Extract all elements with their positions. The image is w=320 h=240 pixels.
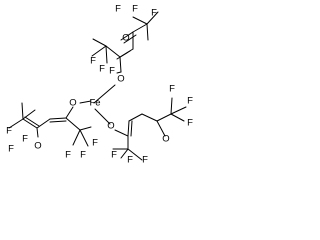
bond [127, 148, 143, 161]
atom-f: F [151, 8, 157, 19]
atom-labels: F F F O F F F O Fe O F F F O F F F O F F… [6, 4, 193, 166]
bond [105, 45, 121, 58]
bond [79, 126, 92, 131]
atom-f: F [109, 66, 115, 77]
bond [116, 50, 131, 60]
bond [36, 118, 51, 129]
atom-f: F [65, 150, 71, 161]
bond [65, 106, 74, 119]
bond [170, 113, 185, 122]
bond [49, 117, 67, 120]
atom-f: F [92, 138, 98, 149]
bond [91, 45, 107, 57]
bond [94, 108, 111, 125]
atom-f: F [169, 84, 175, 95]
bond [146, 11, 159, 25]
atom-f: F [111, 150, 117, 161]
atom-o: O [122, 33, 129, 44]
atom-f: F [6, 126, 12, 137]
bond [119, 56, 122, 73]
bond [72, 129, 81, 146]
bond [105, 45, 108, 64]
bond [127, 120, 130, 137]
atom-o: O [69, 98, 76, 109]
bond [132, 23, 148, 33]
bonds [8, 11, 187, 161]
bond [120, 31, 134, 41]
atom-f: F [142, 155, 148, 166]
atom-fe: Fe [89, 98, 100, 109]
bond [24, 116, 40, 127]
bond [79, 100, 92, 104]
bond [120, 148, 129, 159]
bond [170, 106, 187, 115]
atom-f: F [90, 56, 96, 67]
bond [132, 16, 148, 25]
bond [49, 120, 67, 123]
bond [65, 117, 81, 131]
atom-f: F [132, 4, 138, 15]
atom-o: O [107, 121, 114, 132]
atom-f: F [80, 150, 86, 161]
iron-hexafluoroacetylacetonate-structure: F F F O F F F O Fe O F F F O F F F O F F… [6, 4, 193, 166]
bond [128, 113, 143, 122]
atom-f: F [22, 134, 28, 145]
atom-f: F [187, 96, 193, 107]
bond [156, 120, 166, 137]
atom-o: O [162, 134, 169, 145]
bond [170, 97, 173, 115]
bond [93, 84, 116, 104]
atom-f: F [8, 144, 14, 155]
bond [21, 102, 24, 120]
bond [8, 118, 24, 129]
bond [22, 118, 38, 129]
bond [130, 120, 133, 137]
atom-f: F [115, 4, 121, 15]
bond [114, 129, 129, 137]
atom-f: F [127, 155, 133, 166]
atom-o: O [34, 141, 41, 152]
atom-f: F [99, 64, 105, 75]
bond [22, 109, 36, 120]
bond [79, 129, 89, 147]
bond [156, 113, 172, 122]
bond [141, 113, 158, 122]
bond [146, 23, 149, 41]
bond [36, 127, 39, 138]
bond [123, 34, 137, 44]
bond [116, 71, 122, 74]
atom-o: O [117, 74, 124, 85]
bond [92, 38, 107, 47]
atom-f: F [187, 118, 193, 129]
